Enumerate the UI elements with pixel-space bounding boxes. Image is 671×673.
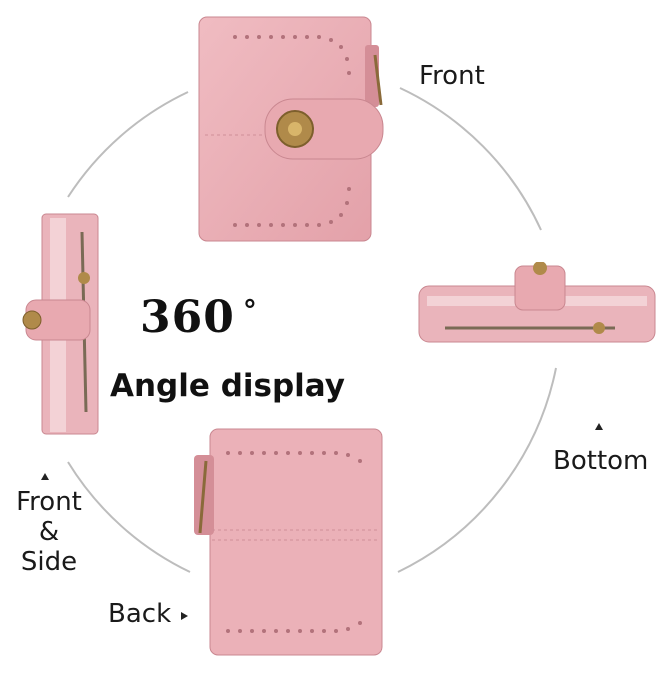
triangle-right-icon	[181, 612, 188, 620]
label-front-side: Front & Side	[9, 487, 89, 578]
label-front-side-line2: &	[38, 516, 60, 547]
angle-display-subtitle: Angle display	[110, 368, 345, 404]
label-front-side-line1: Front	[16, 487, 82, 517]
label-bottom: Bottom	[553, 446, 649, 476]
headline-360: 360°	[140, 292, 258, 343]
wallet-side-image	[22, 213, 99, 435]
label-back: Back	[108, 599, 172, 629]
degree-symbol: °	[242, 294, 258, 327]
wallet-bottom-image	[418, 262, 656, 343]
triangle-up-icon	[41, 473, 49, 480]
triangle-up-icon	[595, 423, 603, 430]
wallet-back-image	[194, 428, 383, 656]
label-front: Front	[419, 61, 485, 91]
wallet-front-image	[198, 16, 384, 242]
label-front-side-line3: Side	[20, 546, 78, 577]
headline-number: 360	[140, 292, 235, 343]
